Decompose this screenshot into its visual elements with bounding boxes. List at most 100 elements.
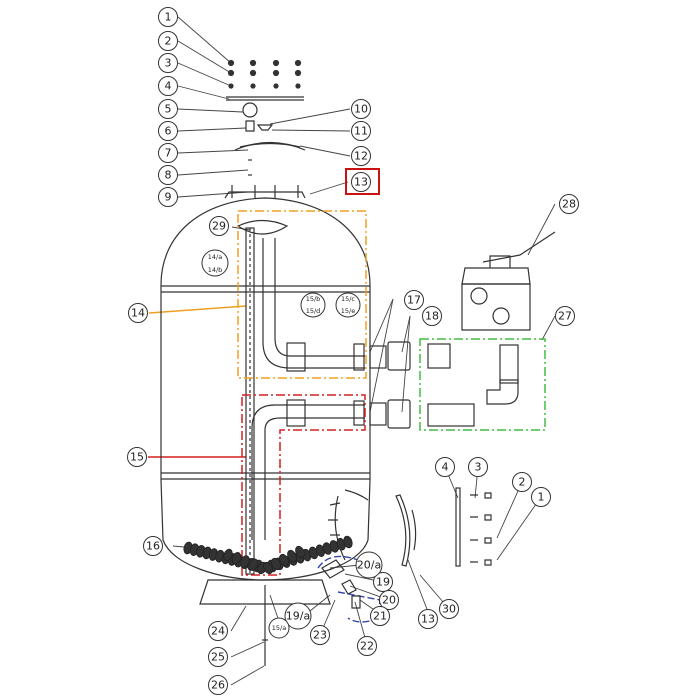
sub-label-s14b: 14/b [208, 266, 223, 274]
callout-label-c15: 15 [130, 451, 144, 464]
callout-circle-c7 [158, 143, 178, 163]
leader-14 [148, 305, 247, 314]
sub-label-s15c: 15/c [341, 295, 355, 303]
callout-label-c28: 28 [562, 198, 576, 211]
sub-label-circle-3 [268, 617, 290, 639]
sub-label-s15e: 15/e [341, 307, 355, 315]
callout-circle-c9 [158, 187, 178, 207]
callout-label-c25: 25 [211, 651, 225, 664]
callout-label-c4: 4 [165, 80, 172, 93]
callout-label-c6: 6 [165, 125, 172, 138]
callout-circle-c16 [143, 536, 163, 556]
drain-fittings [262, 559, 361, 666]
lateral-segment [287, 549, 297, 563]
callout-label-c20a: 20/a [357, 559, 381, 572]
callout-label-c23: 23 [313, 629, 327, 642]
outline-27 [419, 338, 546, 431]
bolt-part [250, 83, 256, 89]
bolt-part [227, 59, 235, 67]
callout-circle-c12 [351, 146, 371, 166]
callout-label-c7: 7 [165, 147, 172, 160]
bolt-part [249, 59, 257, 67]
bolt-part [228, 83, 234, 89]
callout-label-c8: 8 [165, 169, 172, 182]
callout-label-c16: 16 [146, 540, 160, 553]
callout-circle-c1b [531, 487, 551, 507]
callout-circle-c4 [158, 76, 178, 96]
callout-label-c20: 20 [382, 594, 396, 607]
callout-circle-c30 [439, 599, 459, 619]
bolt-part [227, 69, 235, 77]
callout-label-c29: 29 [212, 220, 226, 233]
callout-label-c13: 13 [354, 176, 368, 189]
callout-label-c21: 21 [373, 610, 387, 623]
lid-hardware [226, 59, 306, 176]
callout-circle-c24 [208, 621, 228, 641]
callout-circle-c20a [355, 551, 383, 579]
callout-circle-c13 [351, 172, 371, 192]
callout-circle-c3 [158, 53, 178, 73]
callout-circle-c1 [158, 7, 178, 27]
lateral-segment [343, 535, 353, 549]
sub-labels: 14/a 14/b 15/b 15/d 15/c 15/e 15/a [201, 249, 361, 639]
callout-circle-c2 [158, 31, 178, 51]
callout-circle-c25 [208, 647, 228, 667]
callout-circle-c10 [351, 99, 371, 119]
callout-label-c26: 26 [211, 679, 225, 692]
lateral-segment [231, 552, 242, 565]
leader-lines [172, 16, 556, 686]
callout-label-c1: 1 [165, 11, 172, 24]
callout-circle-c11 [351, 121, 371, 141]
callout-circle-c2b [512, 472, 532, 492]
callout-circle-c20 [379, 590, 399, 610]
callout-label-c4b: 4 [442, 461, 449, 474]
sub-label-circle-2 [335, 292, 361, 318]
callout-label-c5: 5 [165, 103, 172, 116]
callout-circle-c14 [128, 303, 148, 323]
callout-label-c24: 24 [211, 625, 225, 638]
lateral-segment [248, 558, 259, 571]
callout-label-c11: 11 [354, 125, 368, 138]
callout-label-c19a: 19/a [286, 610, 310, 623]
sub-label-s15d: 15/d [306, 307, 321, 315]
callout-circle-c22 [357, 636, 377, 656]
callout-label-c14: 14 [131, 307, 145, 320]
callout-circle-c17 [404, 290, 424, 310]
lateral-segment [271, 557, 281, 571]
sub-label-circle-0 [201, 249, 229, 277]
callout-circle-c4b [435, 457, 455, 477]
bolt-part [272, 69, 280, 77]
sub-label-circle-1 [300, 292, 326, 318]
callout-circle-c21 [370, 606, 390, 626]
callout-circle-c6 [158, 121, 178, 141]
callout-circle-c23 [310, 625, 330, 645]
callout-labels: 1234567891011121314151617181920212223242… [127, 7, 579, 695]
sub-label-s15a: 15/a [272, 624, 286, 632]
internal-pipes [236, 219, 411, 575]
callout-label-c27: 27 [558, 310, 572, 323]
lateral-segment [240, 555, 250, 568]
callout-label-c9: 9 [165, 191, 172, 204]
callout-circle-c26 [208, 675, 228, 695]
callout-label-c13b: 13 [421, 613, 435, 626]
callout-label-c10: 10 [354, 103, 368, 116]
callout-circle-c18 [422, 306, 442, 326]
side-manhole [328, 489, 417, 567]
callout-circle-c19 [373, 572, 393, 592]
sub-label-s14a: 14/a [208, 253, 222, 261]
connection-kit [427, 343, 519, 427]
callout-label-c12: 12 [354, 150, 368, 163]
callout-label-c22: 22 [360, 640, 374, 653]
callout-label-c18: 18 [425, 310, 439, 323]
callout-circle-c8 [158, 165, 178, 185]
sub-label-s15b: 15/b [306, 295, 321, 303]
callout-label-c3: 3 [165, 57, 172, 70]
callout-circle-c29 [209, 216, 229, 236]
outline-15 [241, 394, 366, 576]
callout-circle-c5 [158, 99, 178, 119]
bolt-part [294, 69, 302, 77]
bolt-part [294, 59, 302, 67]
callout-label-c19: 19 [376, 576, 390, 589]
callout-circle-c19a [284, 602, 312, 630]
